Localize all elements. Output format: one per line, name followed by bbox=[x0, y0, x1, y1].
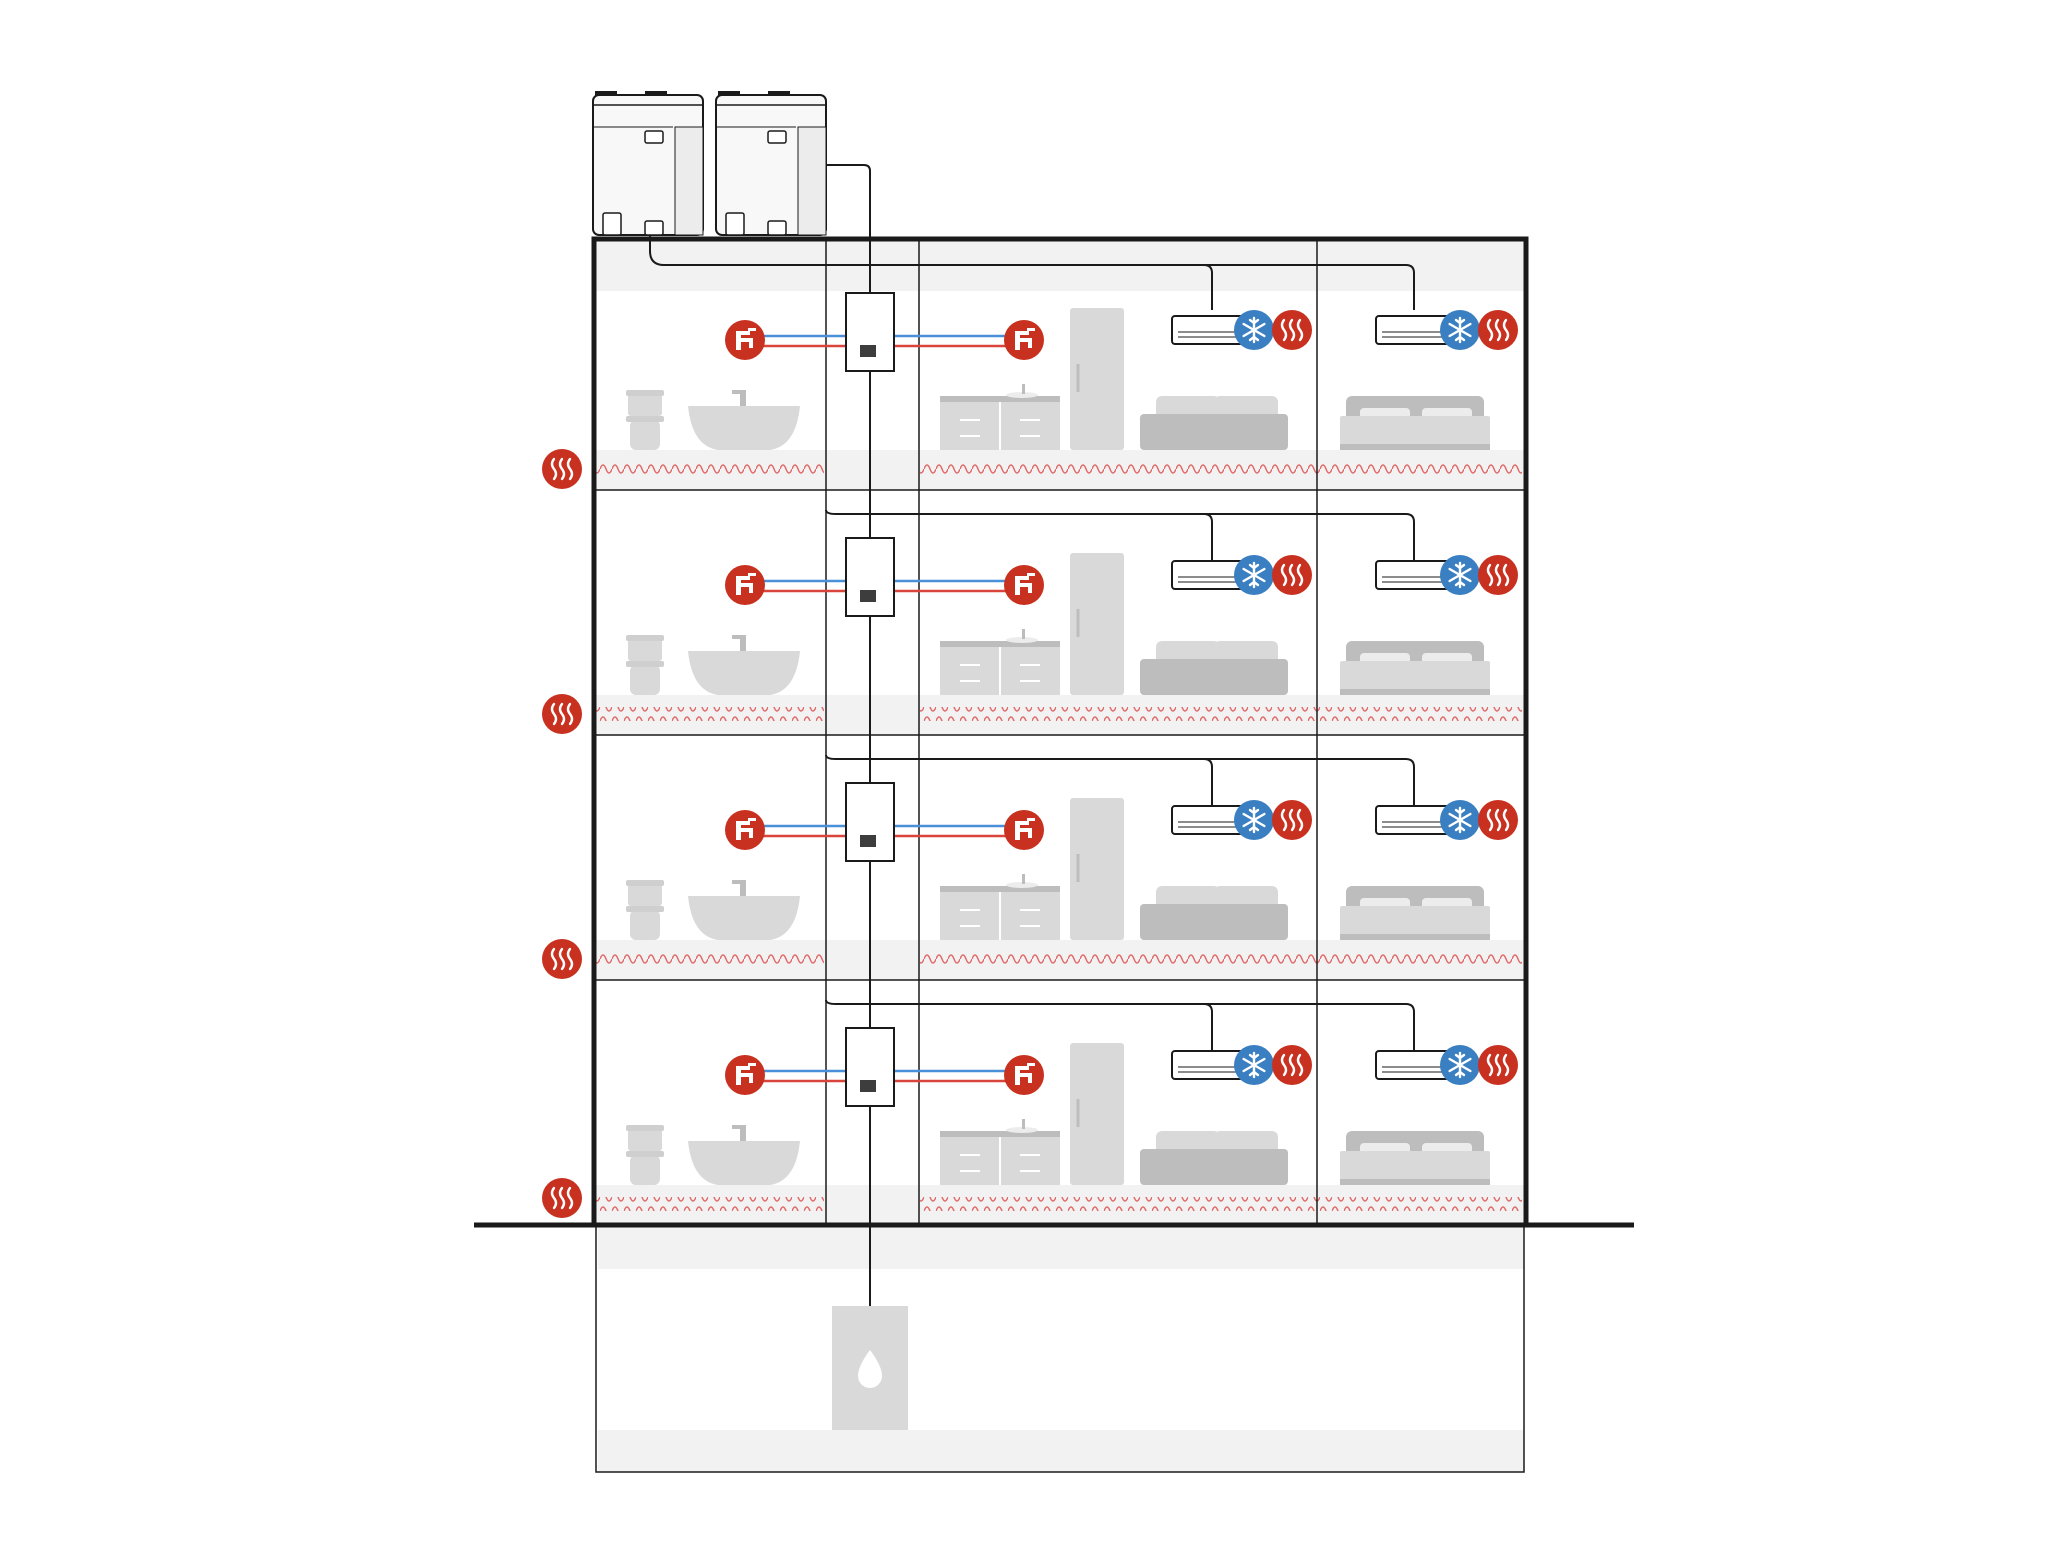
sofa bbox=[1140, 641, 1288, 695]
snowflake-icon bbox=[1232, 553, 1276, 597]
heat-waves-icon bbox=[1270, 553, 1314, 597]
bathtub bbox=[688, 635, 800, 695]
bed bbox=[1340, 641, 1490, 695]
underfloor-heating-icons bbox=[540, 447, 584, 1220]
heat-waves-icon bbox=[1476, 798, 1520, 842]
bed bbox=[1340, 1131, 1490, 1185]
faucet-icon bbox=[1004, 320, 1044, 360]
furniture bbox=[626, 306, 1490, 1187]
kitchen-counter bbox=[939, 873, 1061, 941]
kitchen-counter bbox=[939, 383, 1061, 451]
toilet bbox=[626, 390, 664, 450]
heat-waves-icon bbox=[540, 1176, 584, 1220]
sofa bbox=[1140, 1131, 1288, 1185]
underfloor-heating bbox=[596, 462, 1522, 1211]
heat-waves-icon bbox=[1270, 308, 1314, 352]
faucet-icon bbox=[1004, 1055, 1044, 1095]
heat-waves-icon bbox=[1270, 1043, 1314, 1087]
toilet bbox=[626, 880, 664, 940]
heat-waves-icon bbox=[1270, 798, 1314, 842]
snowflake-icon bbox=[1232, 1043, 1276, 1087]
bathtub bbox=[688, 390, 800, 450]
snowflake-icon bbox=[1438, 1043, 1482, 1087]
heat-waves-icon bbox=[540, 692, 584, 736]
hydronic-module bbox=[845, 782, 895, 862]
circuit-pipes bbox=[649, 164, 1415, 1306]
bed bbox=[1340, 396, 1490, 450]
faucet-icon bbox=[725, 320, 765, 360]
sofa bbox=[1140, 886, 1288, 940]
heat-waves-icon bbox=[540, 447, 584, 491]
water-tank bbox=[832, 1306, 908, 1430]
faucet-icon bbox=[725, 565, 765, 605]
kitchen-counter bbox=[939, 1118, 1061, 1186]
sofa bbox=[1140, 396, 1288, 450]
bathtub bbox=[688, 880, 800, 940]
toilet bbox=[626, 635, 664, 695]
heat-pump-unit bbox=[592, 91, 704, 236]
heat-waves-icon bbox=[1476, 308, 1520, 352]
snowflake-icon bbox=[1438, 553, 1482, 597]
heat-waves-icon bbox=[1476, 1043, 1520, 1087]
building-structure bbox=[474, 236, 1634, 1473]
bathtub bbox=[688, 1125, 800, 1185]
snowflake-icon bbox=[1232, 308, 1276, 352]
heat-pump-unit bbox=[715, 91, 827, 236]
hydronic-module bbox=[845, 1027, 895, 1107]
faucet-icon bbox=[1004, 565, 1044, 605]
fridge bbox=[1068, 306, 1126, 452]
faucet-icon bbox=[1004, 810, 1044, 850]
faucet-icon bbox=[725, 810, 765, 850]
heat-waves-icon bbox=[540, 937, 584, 981]
snowflake-icon bbox=[1438, 308, 1482, 352]
fridge bbox=[1068, 551, 1126, 697]
fridge bbox=[1068, 796, 1126, 942]
hydronic-module bbox=[845, 292, 895, 372]
toilet bbox=[626, 1125, 664, 1185]
faucet-icon bbox=[725, 1055, 765, 1095]
heat-waves-icon bbox=[1476, 553, 1520, 597]
kitchen-counter bbox=[939, 628, 1061, 696]
water-drop-icon bbox=[858, 1350, 882, 1388]
bed bbox=[1340, 886, 1490, 940]
fridge bbox=[1068, 1041, 1126, 1187]
snowflake-icon bbox=[1232, 798, 1276, 842]
hydronic-module bbox=[845, 537, 895, 617]
snowflake-icon bbox=[1438, 798, 1482, 842]
rooftop-heat-pump-units bbox=[592, 91, 827, 236]
